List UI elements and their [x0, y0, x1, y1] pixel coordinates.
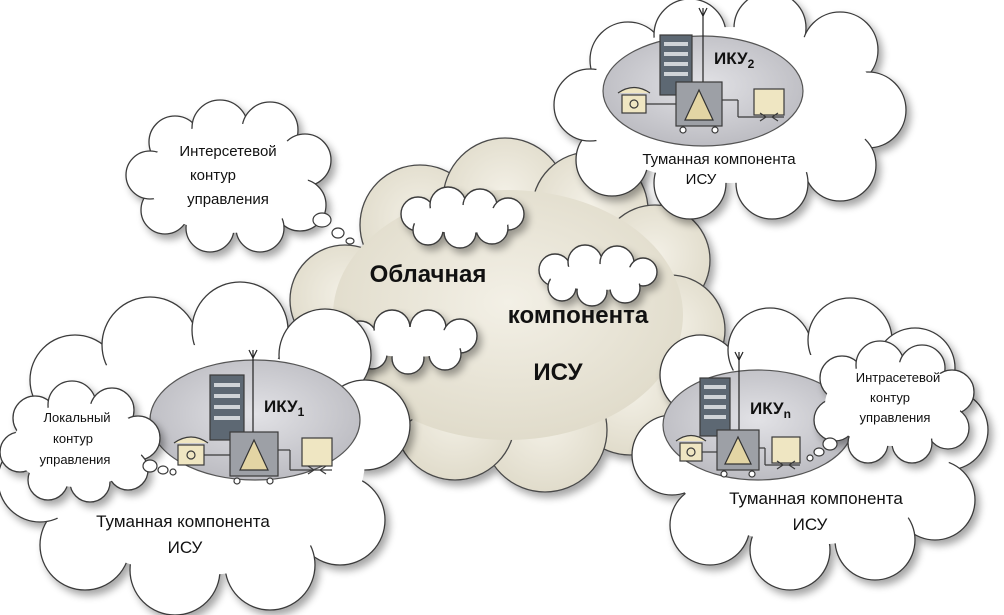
- telephone-icon: [621, 94, 647, 114]
- telephone-icon: [177, 444, 205, 466]
- inner-cloud-3: [342, 309, 478, 375]
- fog-label-bottom-left-line-1: Туманная компонента: [96, 512, 270, 531]
- intrasite-contour-line-3: управления: [860, 410, 931, 425]
- fog-label-bottom-right-line-2: ИСУ: [793, 515, 828, 534]
- actuator-icon: [301, 437, 333, 467]
- inner-cloud-1: [400, 186, 525, 249]
- cloud-title-line-1: Облачная: [370, 261, 487, 288]
- equipment-bottom-left: [173, 349, 333, 485]
- node-label-bottom-left: ИКУ1: [264, 397, 305, 419]
- intersite-contour-line-2: контур: [190, 167, 236, 184]
- equipment-top-right: [617, 7, 785, 134]
- intrasite-contour-cloud: Интрасетевой контур управления: [806, 340, 975, 464]
- node-label-bottom-right: ИКУn: [750, 399, 791, 421]
- intrasite-contour-line-1: Интрасетевой: [856, 370, 941, 385]
- local-contour-cloud: Локальный контур управления: [0, 380, 177, 503]
- equipment-bottom-right: [675, 351, 801, 478]
- fog-component-top-right: ИКУ2 Туманная компонента ИСУ: [553, 0, 907, 220]
- cloud-title-line-2: компонента: [508, 302, 649, 329]
- local-contour-line-3: управления: [40, 452, 111, 467]
- fog-label-bottom-left-line-2: ИСУ: [168, 538, 203, 557]
- intersite-contour-line-3: управления: [187, 191, 269, 208]
- intersite-contour-line-1: Интерсетевой: [179, 143, 276, 160]
- actuator-icon: [771, 436, 801, 464]
- intrasite-contour-line-2: контур: [870, 390, 910, 405]
- actuator-icon: [753, 88, 785, 116]
- telephone-icon: [679, 442, 703, 462]
- fog-label-bottom-right-line-1: Туманная компонента: [729, 489, 903, 508]
- local-contour-line-1: Локальный: [43, 410, 110, 425]
- cloud-title-line-3: ИСУ: [533, 359, 583, 386]
- fog-label-top-right-line-2: ИСУ: [686, 171, 717, 188]
- local-contour-line-2: контур: [53, 431, 93, 446]
- inner-cloud-2: [538, 244, 658, 307]
- node-label-top-right: ИКУ2: [714, 49, 755, 71]
- fog-label-top-right-line-1: Туманная компонента: [642, 151, 796, 168]
- intersite-contour-cloud: Интерсетевой контур управления: [125, 99, 355, 253]
